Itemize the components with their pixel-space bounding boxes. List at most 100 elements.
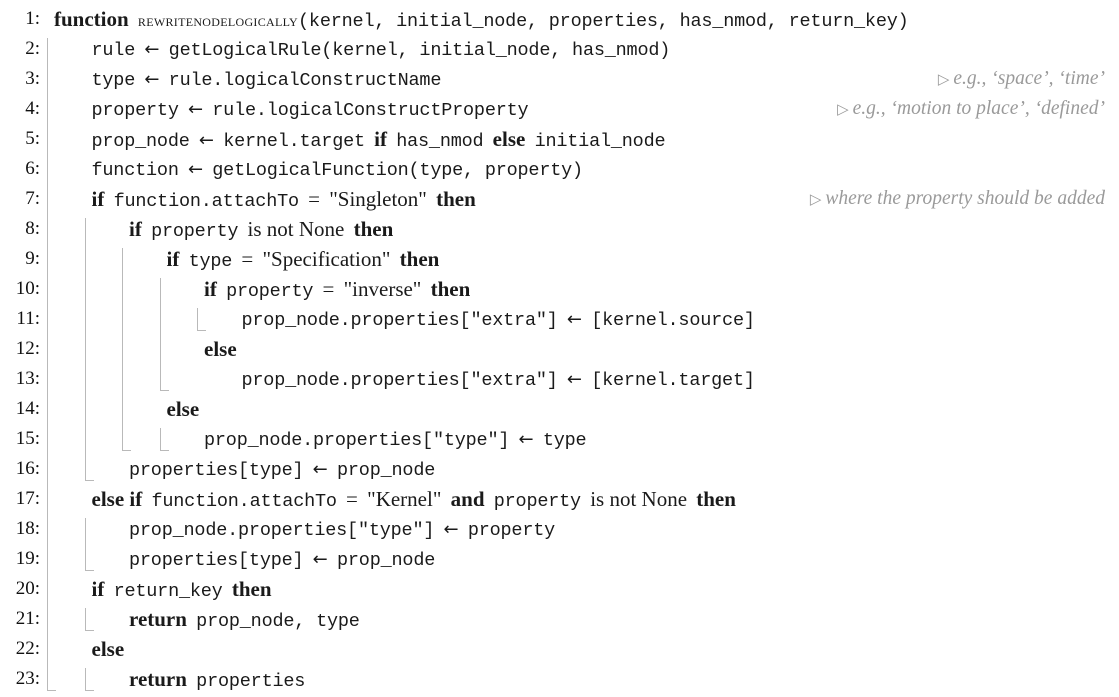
token-txt: = bbox=[241, 247, 254, 271]
indent-guide-line bbox=[159, 428, 161, 450]
algorithm-line: 22 else bbox=[0, 634, 1119, 664]
line-number: 13 bbox=[0, 364, 40, 394]
line-comment: ▷e.g., ‘space’, ‘time’ bbox=[938, 64, 1105, 94]
token-txt: is not None bbox=[590, 487, 688, 511]
comment-marker-icon: ▷ bbox=[837, 100, 849, 118]
indent-guide-foot bbox=[159, 450, 169, 451]
token-id: rule.logicalConstructName bbox=[168, 70, 442, 91]
token-kw: if bbox=[129, 217, 142, 241]
algorithm-line: 19 properties[type] ← prop_node bbox=[0, 544, 1119, 574]
indent-guide-line bbox=[159, 368, 161, 390]
token-kw: function bbox=[54, 7, 129, 31]
line-number: 22 bbox=[0, 634, 40, 664]
token-id: prop_node bbox=[91, 131, 190, 152]
line-code: prop_node ← kernel.target if has_nmod el… bbox=[92, 124, 666, 157]
line-code: else bbox=[92, 634, 125, 665]
algorithm-line: 11prop_node.properties["extra"] ← [kerne… bbox=[0, 304, 1119, 334]
comment-text: where the property should be added bbox=[825, 188, 1105, 209]
token-kw: if bbox=[204, 277, 217, 301]
token-kw: if bbox=[166, 247, 180, 271]
line-number: 14 bbox=[0, 394, 40, 424]
algorithm-line: 14else bbox=[0, 394, 1119, 424]
token-arrow: ← bbox=[518, 429, 534, 450]
token-arrow: ← bbox=[312, 549, 328, 570]
token-arrow: ← bbox=[198, 130, 214, 151]
indent-guide-foot bbox=[197, 330, 206, 331]
algorithm-line: 5 prop_node ← kernel.target if has_nmod e… bbox=[0, 124, 1119, 154]
token-kw: then bbox=[399, 247, 440, 271]
indent-guide-foot bbox=[122, 450, 131, 451]
line-number: 21 bbox=[0, 604, 40, 634]
line-code: prop_node.properties["type"] ← property bbox=[129, 514, 555, 546]
line-code: properties[type] ← prop_node bbox=[129, 544, 435, 576]
line-number: 10 bbox=[0, 274, 40, 304]
algorithm-line: 6 function ← getLogicalFunction(type, pro… bbox=[0, 154, 1119, 184]
line-number: 1 bbox=[0, 4, 40, 34]
algorithm-line: 3type ← rule.logicalConstructName▷e.g., … bbox=[0, 64, 1119, 94]
token-kw: and bbox=[450, 487, 485, 511]
line-number: 3 bbox=[0, 64, 40, 94]
token-txt: "Kernel" bbox=[367, 487, 442, 511]
algorithm-line: 9if type = "Specification" then bbox=[0, 244, 1119, 274]
token-kw: else bbox=[204, 337, 237, 361]
line-code: function RewriteNodeLogically(kernel, in… bbox=[54, 4, 909, 37]
comment-marker-icon: ▷ bbox=[809, 190, 822, 208]
token-id: (kernel, initial_node, properties, has_n… bbox=[298, 11, 909, 32]
token-arrow: ← bbox=[187, 99, 204, 120]
token-kw: else bbox=[492, 127, 526, 151]
token-id: prop_node bbox=[337, 550, 436, 571]
line-code: return properties bbox=[129, 664, 305, 697]
comment-text: e.g., ‘motion to place’, ‘defined’ bbox=[852, 98, 1105, 119]
algorithm-line: 10if property = "inverse" then bbox=[0, 274, 1119, 304]
algorithm-line: 16properties[type] ← prop_node bbox=[0, 454, 1119, 484]
token-arrow: ← bbox=[566, 369, 582, 390]
indent-guide-foot bbox=[84, 570, 94, 571]
algorithm-line: 23 return properties bbox=[0, 664, 1119, 694]
line-number: 5 bbox=[0, 124, 40, 154]
line-number: 19 bbox=[0, 544, 40, 574]
token-id: type bbox=[188, 251, 233, 272]
line-number: 2 bbox=[0, 34, 40, 64]
line-code: prop_node.properties["type"] ← type bbox=[204, 424, 587, 456]
token-kw: then bbox=[353, 217, 394, 241]
indent-guide-line bbox=[84, 518, 86, 570]
token-id: function bbox=[91, 160, 179, 181]
indent-guide-foot bbox=[84, 690, 94, 691]
line-comment: ▷e.g., ‘motion to place’, ‘defined’ bbox=[837, 94, 1105, 124]
indent-guide-line bbox=[47, 38, 48, 690]
algorithm-line: 15 prop_node.properties["type"] ← type bbox=[0, 424, 1119, 454]
line-number: 23 bbox=[0, 664, 40, 694]
token-id: prop_node.properties["extra"] bbox=[241, 370, 558, 391]
line-number: 4 bbox=[0, 94, 40, 124]
indent-guide-line bbox=[84, 668, 86, 690]
algorithm-line: 8if property is not None then bbox=[0, 214, 1119, 244]
indent-guide-line bbox=[84, 608, 86, 630]
line-number: 11 bbox=[0, 304, 40, 334]
token-id: rule.logicalConstructProperty bbox=[212, 100, 529, 121]
token-kw: if bbox=[374, 127, 387, 151]
token-id: prop_node, type bbox=[196, 611, 360, 632]
line-code: function ← getLogicalFunction(type, prop… bbox=[91, 154, 584, 186]
line-number: 17 bbox=[0, 484, 40, 514]
line-code: if function.attachTo = "Singleton" then bbox=[92, 184, 476, 217]
line-number: 15 bbox=[0, 424, 40, 454]
token-txt: = bbox=[308, 187, 320, 211]
token-kw: then bbox=[696, 487, 736, 511]
token-id: prop_node.properties["type"] bbox=[129, 520, 435, 541]
token-arrow: ← bbox=[187, 159, 204, 180]
line-code: if return_key then bbox=[92, 574, 272, 607]
token-arrow: ← bbox=[312, 459, 328, 480]
token-id: property bbox=[91, 100, 179, 121]
line-code: rule ← getLogicalRule(kernel, initial_no… bbox=[92, 34, 671, 66]
algorithm-line: 20 if return_key then bbox=[0, 574, 1119, 604]
algorithm-line: 13prop_node.properties["extra"] ← [kerne… bbox=[0, 364, 1119, 394]
line-number: 20 bbox=[0, 574, 40, 604]
indent-guide-line bbox=[122, 248, 123, 450]
algorithm-line: 21 return prop_node, type bbox=[0, 604, 1119, 634]
line-number: 6 bbox=[0, 154, 40, 184]
token-txt: = bbox=[346, 487, 358, 511]
line-code: return prop_node, type bbox=[129, 604, 360, 637]
token-id: property bbox=[493, 491, 581, 512]
token-id: property bbox=[467, 520, 556, 541]
